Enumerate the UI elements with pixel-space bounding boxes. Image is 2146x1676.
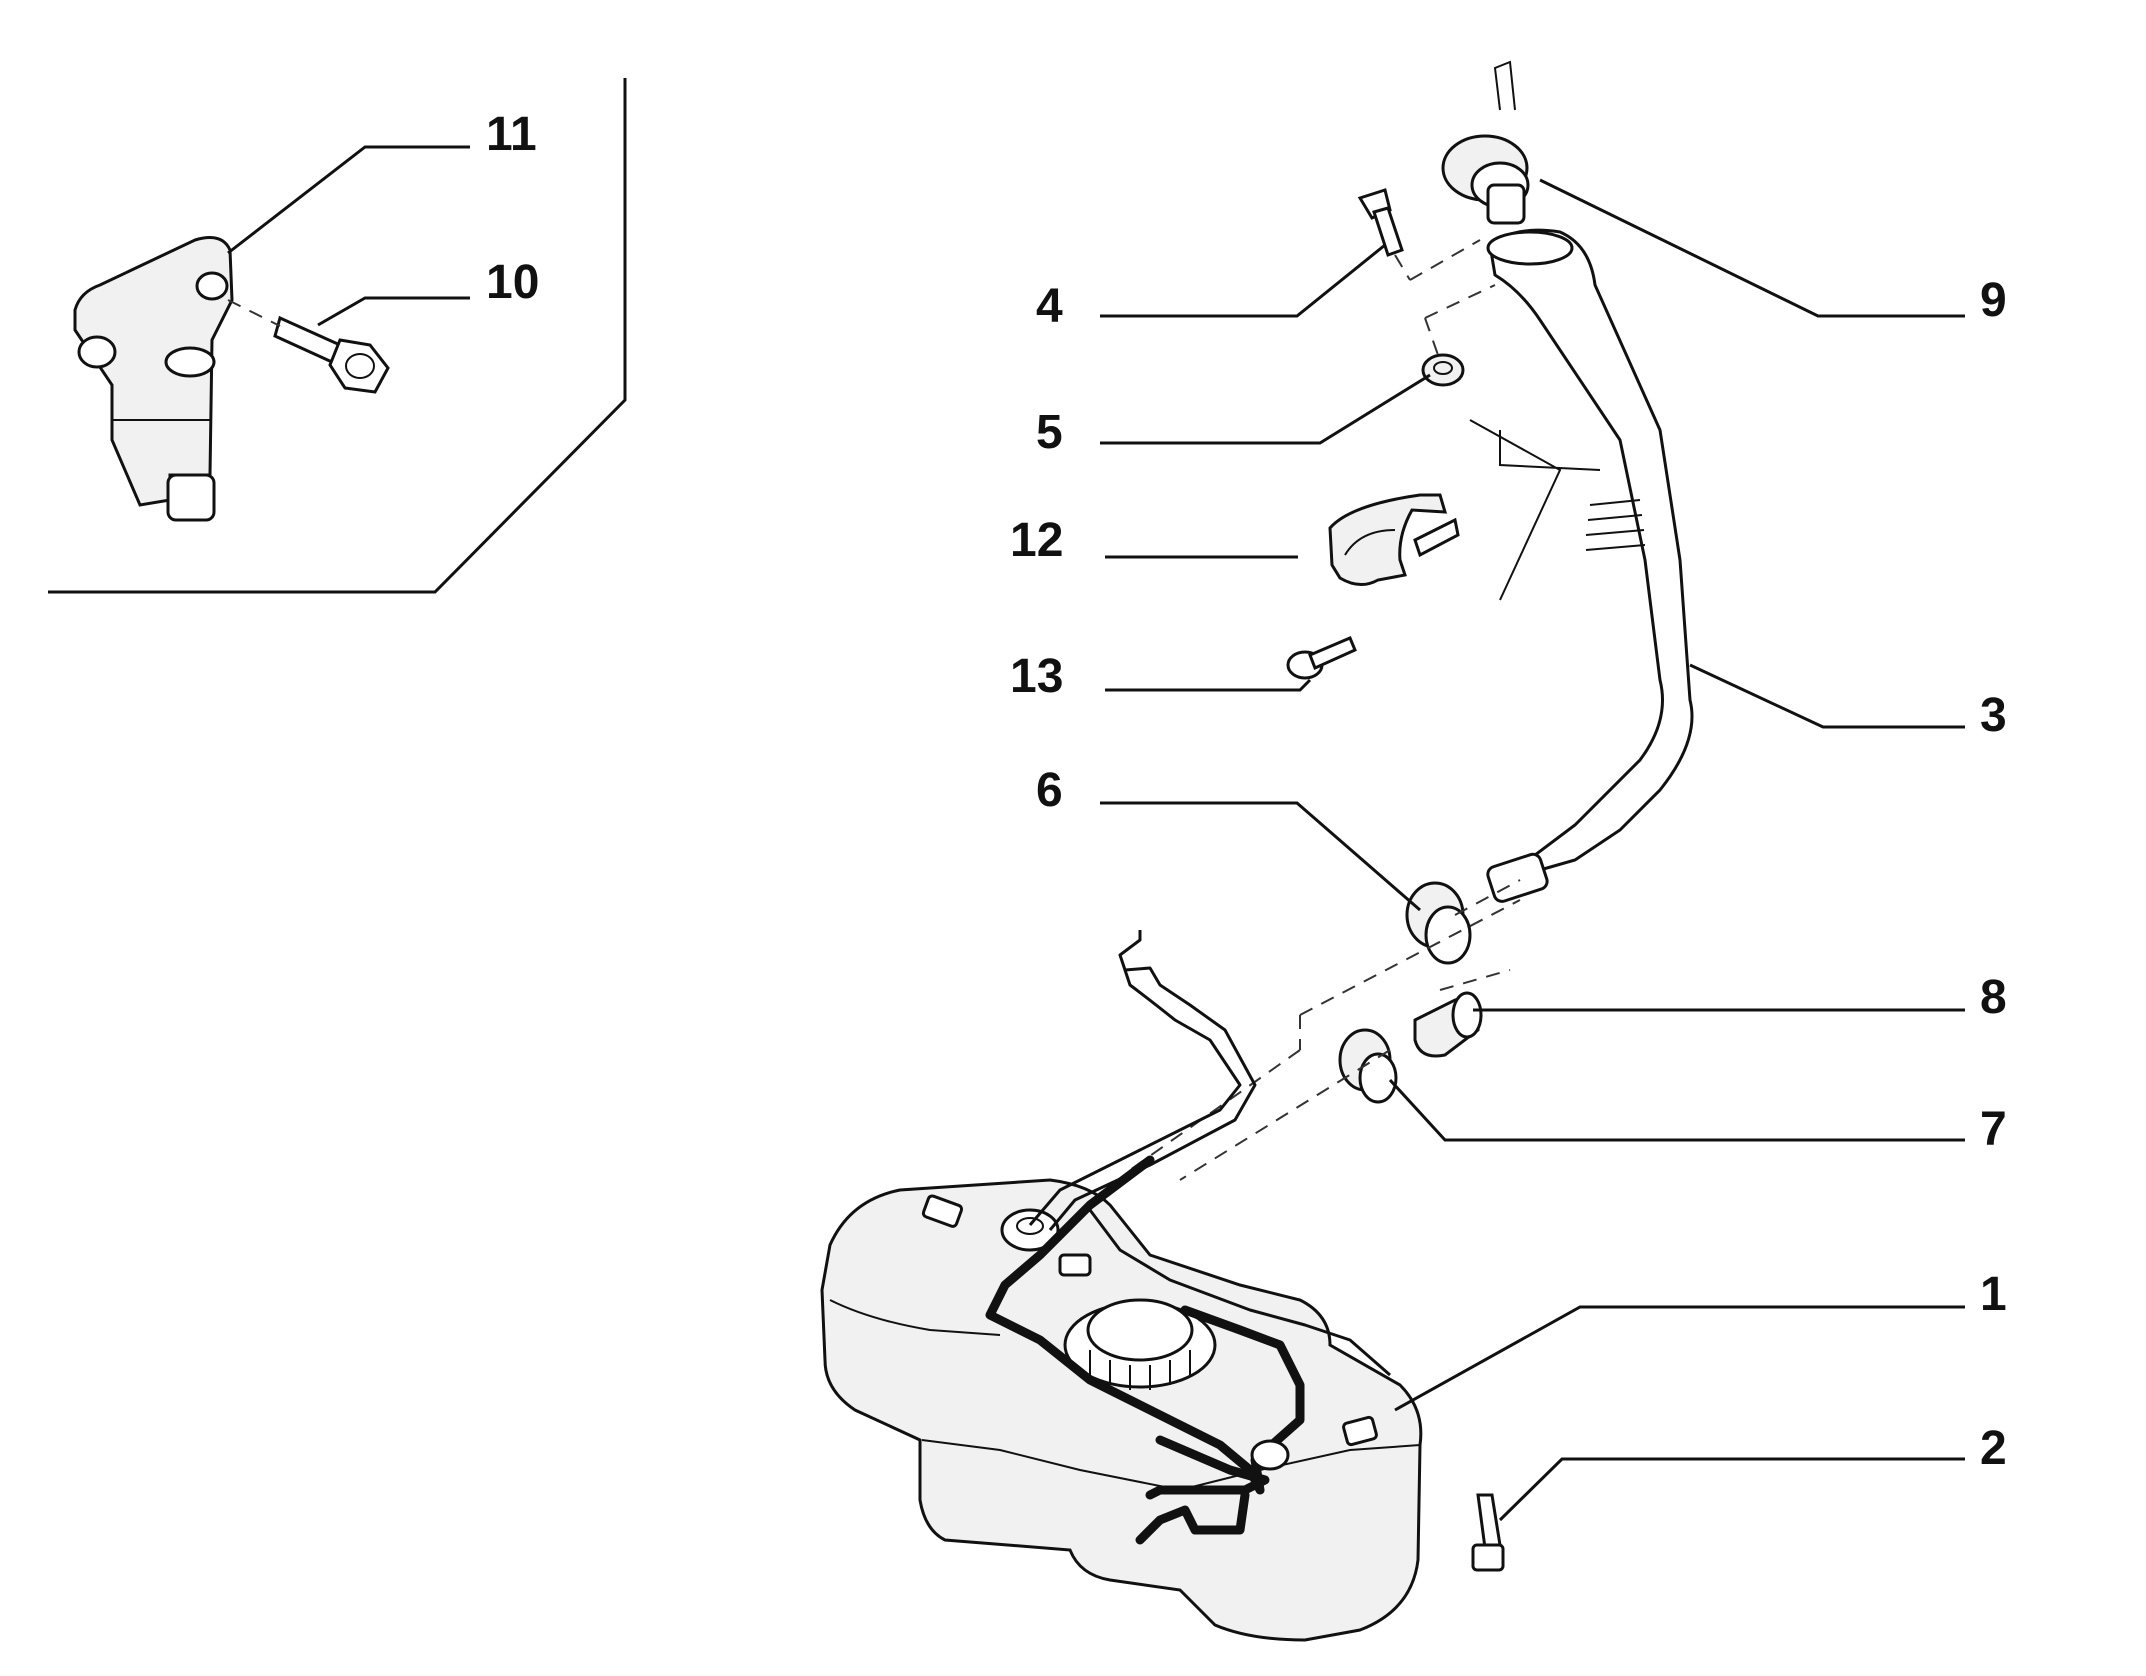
callout-2: 2 (1980, 1422, 2007, 1475)
part-3-filler-neck[interactable] (1469, 228, 1694, 903)
callout-13: 13 (1010, 650, 1063, 703)
callout-10: 10 (486, 256, 539, 309)
part-6-clamp[interactable] (1405, 881, 1472, 965)
part-5-grommet[interactable] (1421, 284, 1496, 387)
callout-11: 11 (486, 108, 537, 161)
assembly-lines (1129, 879, 1521, 1181)
fuel-lines (985, 1155, 1305, 1545)
part-12-clip[interactable] (1328, 493, 1460, 586)
callout-4: 4 (1036, 280, 1063, 333)
part-13-screw[interactable] (1286, 636, 1357, 680)
callout-8: 8 (1980, 971, 2007, 1024)
callout-labels: 11 10 4 5 12 13 6 9 3 8 7 1 2 (486, 108, 2007, 1475)
callout-3: 3 (1980, 689, 2007, 742)
callout-1: 1 (1980, 1268, 2007, 1321)
part-8-hose[interactable] (1413, 969, 1511, 1058)
part-7-clamp[interactable] (1338, 1028, 1398, 1104)
inset-frame (48, 78, 627, 594)
part-11-bracket[interactable] (73, 236, 234, 522)
callout-6: 6 (1036, 764, 1063, 817)
callout-12: 12 (1010, 514, 1063, 567)
part-10-bolt[interactable] (227, 299, 390, 394)
leader-lines (227, 145, 1965, 1522)
part-9-fuel-cap[interactable] (1441, 60, 1530, 225)
part-1-fuel-tank[interactable] (820, 1178, 1423, 1642)
vent-pipes (1028, 930, 1391, 1377)
part-4-screw[interactable] (1357, 188, 1481, 281)
part-2-bolt[interactable] (1471, 1493, 1505, 1572)
callout-7: 7 (1980, 1103, 2007, 1156)
callout-9: 9 (1980, 274, 2007, 327)
callout-5: 5 (1036, 406, 1063, 459)
